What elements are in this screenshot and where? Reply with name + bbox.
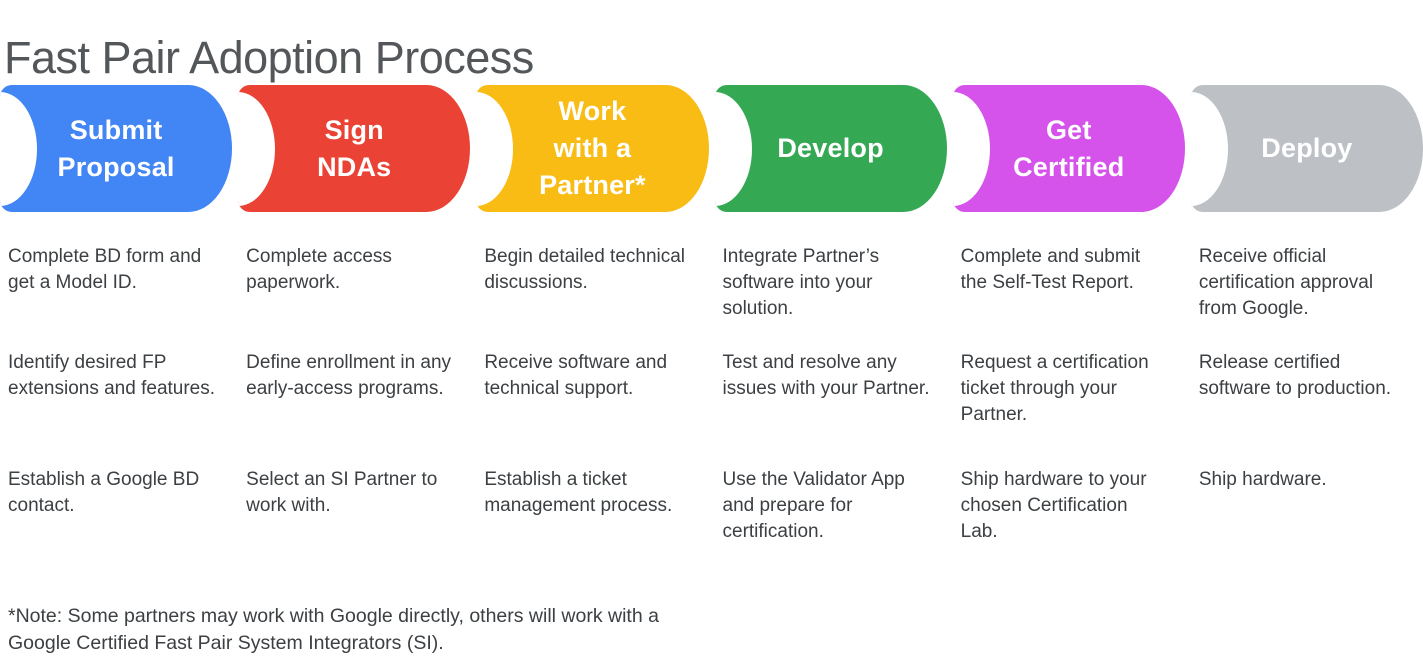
step-task: Test and resolve any issues with your Pa… — [722, 352, 930, 399]
step-title: Get Certified — [1013, 114, 1125, 182]
step-title: Work with a Partner* — [539, 96, 646, 200]
step-tasks-row-1: Complete BD form and get a Model ID. Com… — [0, 244, 1423, 322]
step-task: Ship hardware to your chosen Certificati… — [960, 469, 1147, 542]
step-task: Ship hardware. — [1198, 469, 1327, 490]
step-title: Submit Proposal — [57, 114, 175, 182]
fast-pair-adoption-diagram: { "title": "Fast Pair Adoption Process",… — [0, 0, 1423, 632]
step-task: Complete access paperwork. — [246, 246, 392, 293]
step-pill-get-certified: Get Certified — [952, 85, 1185, 212]
step-task: Establish a ticket management process. — [484, 469, 673, 516]
step-title: Sign NDAs — [317, 114, 392, 182]
step-task: Request a certification ticket through y… — [960, 352, 1149, 425]
step-pill-develop: Develop — [714, 85, 947, 212]
step-pill-sign-ndas: Sign NDAs — [238, 85, 471, 212]
step-task: Define enrollment in any early-access pr… — [246, 352, 452, 399]
step-task: Establish a Google BD contact. — [8, 469, 200, 516]
step-task: Integrate Partner’s software into your s… — [722, 246, 880, 319]
step-title: Deploy — [1261, 133, 1353, 163]
page-title: Fast Pair Adoption Process — [4, 32, 534, 84]
step-tasks-row-2: Identify desired FP extensions and featu… — [0, 350, 1423, 428]
step-task: Use the Validator App and prepare for ce… — [722, 469, 905, 542]
step-task: Receive software and technical support. — [484, 352, 668, 399]
step-task: Receive official certification approval … — [1198, 246, 1374, 319]
step-task: Release certified software to production… — [1198, 352, 1392, 399]
process-steps-row: Submit Proposal Sign NDAs Work with a Pa… — [0, 85, 1423, 212]
step-pill-submit-proposal: Submit Proposal — [0, 85, 233, 212]
step-task: Begin detailed technical discussions. — [484, 246, 686, 293]
step-pill-work-with-partner: Work with a Partner* — [476, 85, 709, 212]
step-title: Develop — [777, 133, 884, 163]
step-pill-deploy: Deploy — [1190, 85, 1423, 212]
step-task: Complete BD form and get a Model ID. — [8, 246, 202, 293]
step-task: Identify desired FP extensions and featu… — [8, 352, 216, 399]
step-task: Select an SI Partner to work with. — [246, 469, 438, 516]
step-tasks-row-3: Establish a Google BD contact. Select an… — [0, 467, 1423, 545]
step-task: Complete and submit the Self-Test Report… — [960, 246, 1141, 293]
footnote: *Note: Some partners may work with Googl… — [8, 604, 659, 654]
